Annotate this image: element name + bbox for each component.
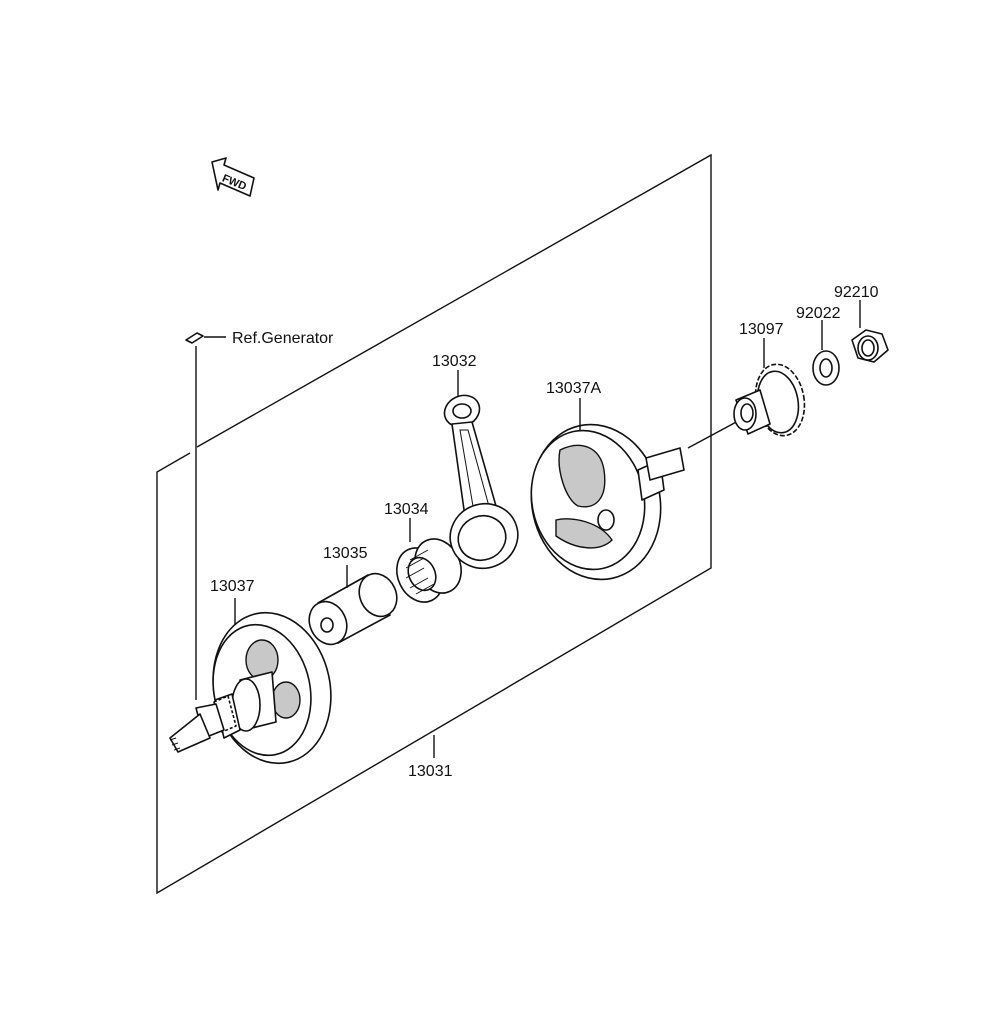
label-13037: 13037 bbox=[210, 578, 255, 595]
assembly-frame bbox=[156, 153, 712, 895]
label-92022: 92022 bbox=[796, 305, 841, 322]
label-13097: 13097 bbox=[739, 321, 784, 338]
nut-part bbox=[851, 329, 889, 363]
crank-right-part bbox=[530, 423, 685, 581]
label-13034: 13034 bbox=[384, 501, 429, 518]
label-13032: 13032 bbox=[432, 353, 477, 370]
key-part bbox=[185, 332, 226, 700]
ref-generator-label: Ref.Generator bbox=[232, 330, 334, 347]
gear-part bbox=[687, 363, 806, 449]
fwd-arrow-icon: FWD bbox=[211, 157, 255, 197]
label-13037A: 13037A bbox=[546, 380, 601, 397]
label-13035: 13035 bbox=[323, 545, 368, 562]
needle-bearing-part bbox=[396, 538, 462, 603]
crank-left-part bbox=[169, 611, 332, 765]
connecting-rod-part bbox=[443, 394, 519, 570]
washer-part bbox=[812, 350, 840, 386]
label-13031: 13031 bbox=[408, 763, 453, 780]
crank-pin-part bbox=[308, 572, 398, 646]
label-92210: 92210 bbox=[834, 284, 879, 301]
